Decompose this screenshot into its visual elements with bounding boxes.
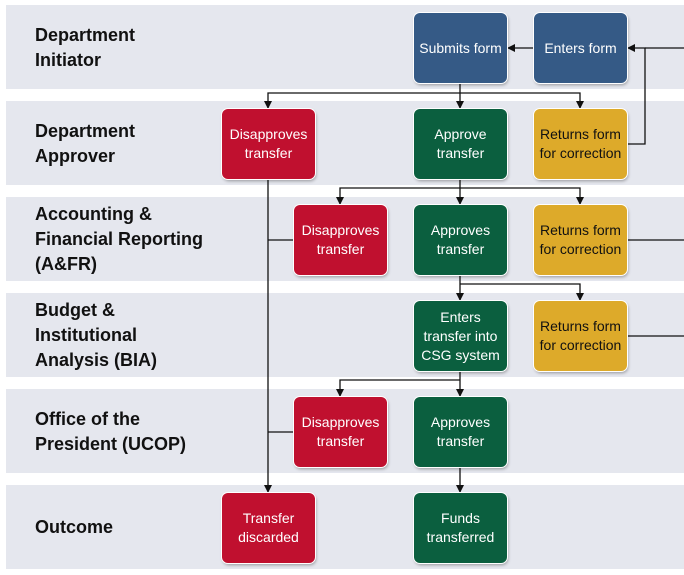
connector-to-afr-returns (460, 187, 584, 205)
connector-to-bia-returns (460, 283, 584, 301)
lane-label-department-initiator: Department Initiator (35, 25, 136, 70)
afr-approves-box: Approves transfer (414, 205, 507, 275)
connector-submits-to-dept-returns (460, 92, 584, 109)
bia-returns-box: Returns form for correction (534, 301, 627, 371)
enters-form-box: Enters form (534, 13, 627, 83)
lane-label-department-approver: Department Approver (35, 121, 136, 166)
lane-label-outcome: Outcome (35, 517, 114, 537)
lane-outcome (6, 485, 684, 569)
connector-to-afr-disapprove (336, 187, 460, 205)
ucop-disapproves-box: Disapproves transfer (294, 397, 387, 467)
submits-form-box: Submits form (414, 13, 507, 83)
dept-disapproves-box: Disapproves transfer (222, 109, 315, 179)
lane-label-bia: Budget & Institutional Analysis (BIA) (35, 300, 158, 370)
afr-returns-box: Returns form for correction (534, 205, 627, 275)
dept-approve-box: Approve transfer (414, 109, 507, 179)
connector-dept-returns-loop (627, 44, 646, 145)
lane-label-ucop: Office of the President (UCOP) (35, 409, 187, 454)
lane-label-afr: Accounting & Financial Reporting (A&FR) (35, 204, 204, 274)
dept-returns-box: Returns form for correction (534, 109, 627, 179)
transfer-discarded-box: Transfer discarded (222, 493, 315, 563)
ucop-approves-box: Approves transfer (414, 397, 507, 467)
connector-to-ucop-disapprove (336, 379, 460, 397)
connector-submits-to-dept-disapprove (264, 92, 460, 109)
bia-enters-box: Enters transfer into CSG system (414, 301, 507, 371)
funds-transferred-box: Funds transferred (414, 493, 507, 563)
afr-disapproves-box: Disapproves transfer (294, 205, 387, 275)
